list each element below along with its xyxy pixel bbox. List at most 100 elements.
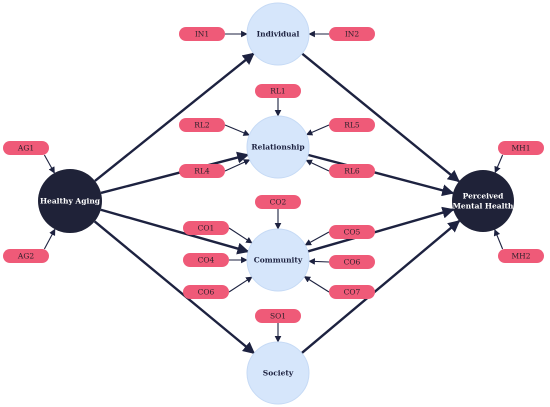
indicator-pill [183,221,229,235]
structural-paths [93,52,461,355]
indicator-label: CO1 [198,224,215,233]
construct-healthy-aging: Healthy Aging [38,169,102,233]
indicator-rl6: RL6 [329,164,375,178]
indicator-label: IN2 [345,30,360,39]
construct-label: Healthy Aging [40,197,101,206]
construct-circle [246,115,310,179]
construct-circle [246,341,310,405]
measurement-paths [43,30,504,343]
indicator-pill [329,285,375,299]
path-healthy-aging-to-relationship [100,151,250,195]
indicator-pill [255,309,301,323]
indicator-ag1: AG1 [3,141,49,155]
path-relationship-to-mental-health [307,153,455,197]
construct-relationship: Relationship [246,115,310,179]
construct-community: Community [246,228,310,292]
indicator-arrow-rl2 [224,124,250,136]
indicator-co7: CO7 [329,285,375,299]
indicator-in2: IN2 [329,27,375,41]
indicator-label: MH1 [512,144,531,153]
indicator-ag2: AG2 [3,249,49,263]
indicator-label: CO7 [344,288,361,297]
construct-circle [246,228,310,292]
indicator-arrow-co5 [304,231,330,246]
indicator-arrow-mh2 [493,229,504,250]
indicator-pill [329,164,375,178]
indicator-arrow-ag2 [43,228,56,250]
path-individual-to-mental-health [301,52,460,183]
indicator-arrow-co1 [228,227,253,244]
indicator-label: CO2 [270,198,287,207]
indicator-arrow-rl5 [305,124,330,136]
construct-label: Community [254,256,303,265]
indicator-pill [179,118,225,132]
indicator-mh1: MH1 [498,141,544,155]
indicator-pill [183,285,229,299]
indicator-mh2: MH2 [498,249,544,263]
indicator-pill [3,141,49,155]
indicator-label: CO4 [198,256,215,265]
indicator-label: RL6 [344,167,360,176]
indicator-arrow-co6 [308,258,330,265]
indicator-pill [329,225,375,239]
indicator-label: CO6 [198,288,215,297]
construct-label: Individual [257,30,300,39]
indicator-arrow-rl4 [224,159,251,172]
indicator-co1: CO1 [183,221,229,235]
indicator-pill [498,249,544,263]
indicator-pill [498,141,544,155]
construct-label: Relationship [251,143,304,152]
indicator-pill [179,27,225,41]
construct-circle [452,170,514,232]
indicator-label: MH2 [512,252,531,261]
indicator-arrow-ag1 [43,154,55,174]
path-healthy-aging-to-society [93,220,256,355]
indicator-pill [255,195,301,209]
indicator-pill [179,164,225,178]
indicator-label: RL5 [344,121,360,130]
indicator-arrow-mh1 [494,154,504,174]
construct-nodes: Healthy Aging IndividualRelationshipCommu… [38,2,514,405]
indicator-rl5: RL5 [329,118,375,132]
indicator-co4: CO4 [183,253,229,267]
indicator-label: RL2 [194,121,210,130]
indicator-label: AG1 [17,144,34,153]
construct-label: Mental Health [453,202,514,211]
indicator-pill [183,253,229,267]
indicator-arrow-rl6 [305,159,330,172]
indicator-pill [3,249,49,263]
indicator-pill [329,255,375,269]
indicator-pill [329,118,375,132]
indicator-rl4: RL4 [179,164,225,178]
indicator-so1: SO1 [255,309,301,323]
indicator-co2: CO2 [255,195,301,209]
path-healthy-aging-to-individual [94,52,255,182]
construct-label: Perceived [463,192,504,201]
indicator-label: AG2 [17,252,34,261]
indicator-pill [329,27,375,41]
indicator-label: CO6 [344,258,361,267]
construct-individual: Individual [246,2,310,66]
indicator-rl1: RL1 [255,84,301,98]
indicator-co6: CO6 [329,255,375,269]
construct-circle [38,169,102,233]
indicator-arrow-co7 [303,276,330,293]
indicator-rl2: RL2 [179,118,225,132]
indicator-co6: CO6 [183,285,229,299]
construct-society: Society [246,341,310,405]
indicator-label: CO5 [344,228,361,237]
construct-label: Society [263,369,294,378]
indicator-arrow-co6 [228,276,253,293]
indicator-label: IN1 [195,30,209,39]
indicator-co5: CO5 [329,225,375,239]
path-community-to-mental-health [307,206,455,253]
indicator-label: RL4 [194,167,210,176]
indicator-label: RL1 [270,87,285,96]
indicator-pill [255,84,301,98]
path-society-to-mental-health [300,220,461,354]
construct-circle [246,2,310,66]
path-healthy-aging-to-community [100,208,250,255]
